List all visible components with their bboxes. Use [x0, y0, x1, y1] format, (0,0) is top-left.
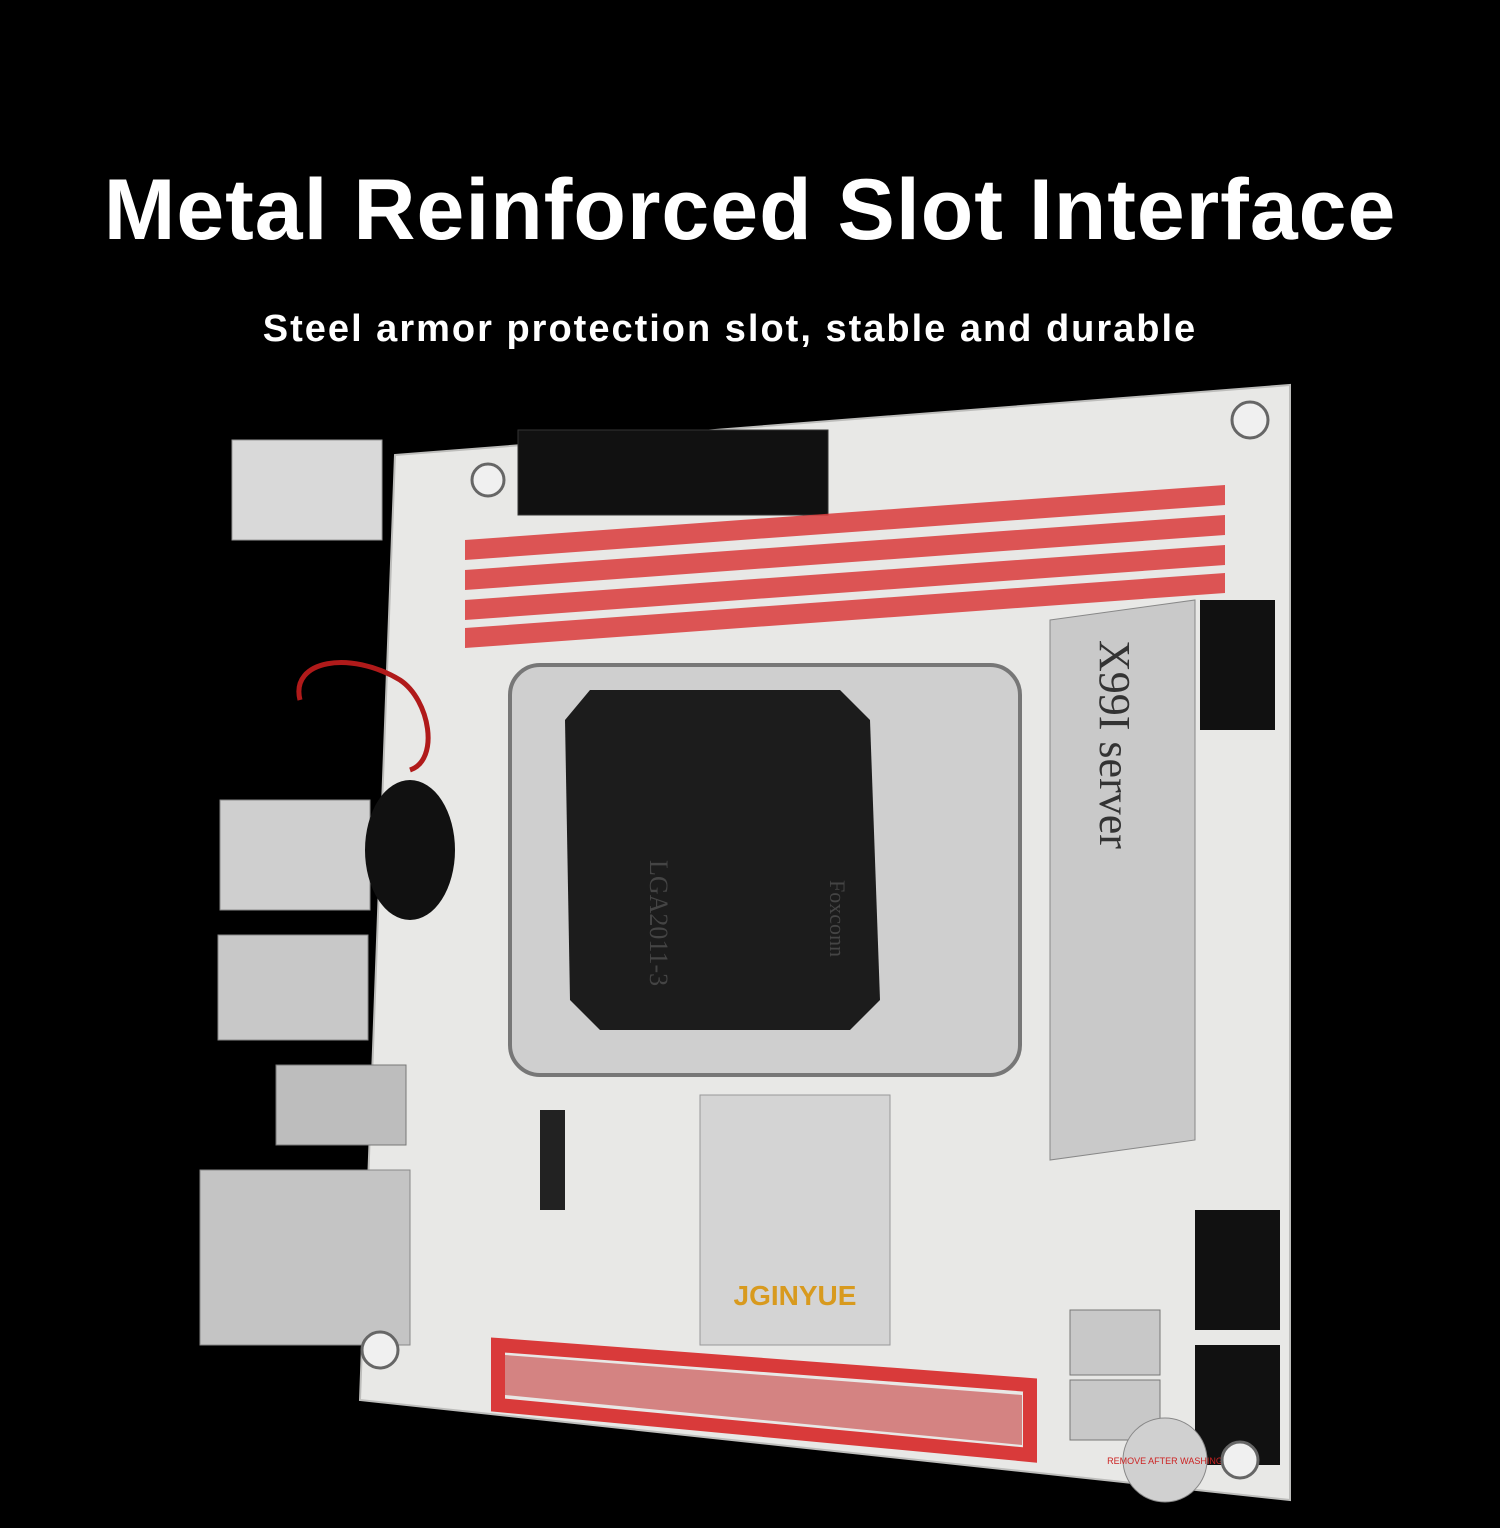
headline: Metal Reinforced Slot Interface: [103, 162, 1397, 258]
sata-port-1: [1195, 1210, 1280, 1330]
cmos-battery: [365, 780, 455, 920]
pcie-slot-highlighted: [491, 1337, 1037, 1463]
mounting-hole: [1230, 400, 1270, 440]
mounting-hole: [360, 1330, 400, 1370]
cpu-socket-cover: [565, 690, 880, 1030]
ram-slot-1: [465, 485, 1225, 560]
model-label: X99I server: [1090, 640, 1139, 849]
ram-slot-2: [465, 515, 1225, 590]
socket-vendor-label: Foxconn: [825, 880, 850, 957]
motherboard-photo: LGA2011-3 Foxconn X99I server JGINYUE RE…: [199, 383, 1291, 1503]
ram-slot-3: [465, 545, 1225, 620]
io-port-top: [231, 439, 383, 541]
buzzer-sticker: [1122, 1417, 1208, 1503]
m2-slot: [540, 1110, 565, 1210]
ram-slot-4: [465, 573, 1225, 648]
brand-label: JGINYUE: [734, 1280, 857, 1311]
subheadline: Steel armor protection slot, stable and …: [262, 308, 1198, 350]
socket-label: LGA2011-3: [644, 860, 673, 986]
cpu-power-connector: [1200, 600, 1275, 730]
battery-cable: [296, 660, 431, 773]
pcie-slot-inner: [505, 1355, 1022, 1445]
chipset-heatsink: [699, 1094, 891, 1346]
mounting-hole: [1220, 1440, 1260, 1480]
sticker-label: REMOVE AFTER WASHING: [1107, 1456, 1223, 1466]
vrm-heatsink: [1049, 599, 1196, 1161]
ethernet-port-2: [217, 934, 369, 1041]
ethernet-port-3: [199, 1169, 411, 1346]
sata-port-3: [1069, 1309, 1161, 1376]
atx-power-connector: [517, 429, 829, 516]
ram-slots-highlighted: [465, 485, 1225, 648]
usb-port-stack: [275, 1064, 407, 1146]
mounting-hole: [470, 462, 506, 498]
ethernet-port-1: [219, 799, 371, 911]
